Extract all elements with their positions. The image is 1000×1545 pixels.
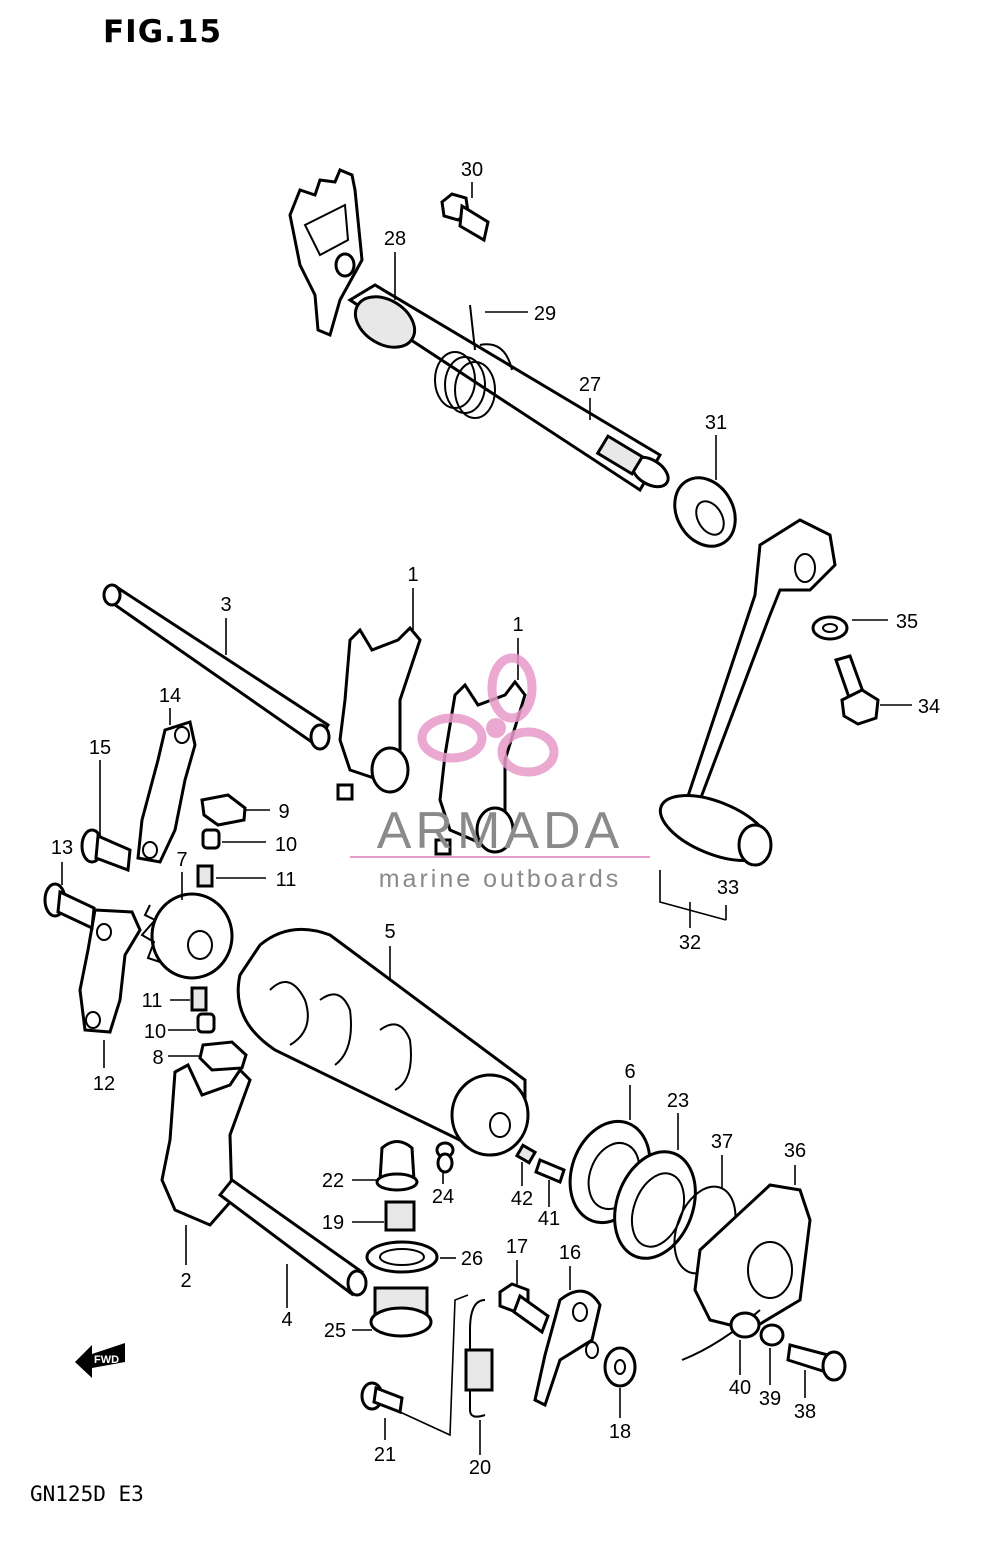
spring-11-lower <box>190 986 208 1012</box>
model-code: GN125D E3 <box>30 1482 144 1506</box>
callout-29: 29 <box>534 303 556 325</box>
callout-6: 6 <box>624 1061 635 1083</box>
callout-35: 35 <box>896 611 918 633</box>
arm-16 <box>533 1289 602 1408</box>
callout-12: 12 <box>93 1073 115 1095</box>
callout-15: 15 <box>89 737 111 759</box>
callout-4: 4 <box>281 1309 292 1331</box>
callout-21: 21 <box>374 1444 396 1466</box>
bolt-34 <box>834 654 880 726</box>
watermark-brand: ARMADA <box>377 802 623 860</box>
gearshift-cam-5 <box>236 927 530 1159</box>
forward-arrow-icon: FWD <box>75 1343 125 1378</box>
callout-36: 36 <box>784 1140 806 1162</box>
oil-seal-31 <box>673 476 737 548</box>
callout-18: 18 <box>609 1421 631 1443</box>
watermark: ARMADA marine outboards <box>350 653 650 893</box>
callout-10-upper: 10 <box>275 834 297 856</box>
callout-5: 5 <box>384 921 395 943</box>
callout-2: 2 <box>180 1270 191 1292</box>
spring-20 <box>464 1299 494 1418</box>
pin-41 <box>534 1157 566 1185</box>
spring-11-upper <box>196 864 214 888</box>
callout-13: 13 <box>51 837 73 859</box>
callout-20: 20 <box>469 1457 491 1479</box>
washer-18 <box>603 1346 637 1388</box>
callout-16: 16 <box>559 1242 581 1264</box>
callout-26: 26 <box>461 1248 483 1270</box>
cam-driven-gear-pawl-9 <box>200 793 247 827</box>
bolt-21 <box>360 1381 404 1415</box>
callout-8: 8 <box>152 1047 163 1069</box>
callout-11-lower: 11 <box>142 990 163 1012</box>
callout-31: 31 <box>705 412 727 434</box>
gear-shift-shaft <box>288 168 670 493</box>
bolt-15 <box>80 828 132 873</box>
callout-23: 23 <box>667 1090 689 1112</box>
callout-17: 17 <box>506 1236 528 1258</box>
forward-arrow-label: FWD <box>94 1354 119 1366</box>
pin-10-upper <box>201 828 221 850</box>
pin-10-lower <box>196 1012 216 1034</box>
shift-fork-shaft-3 <box>102 583 331 751</box>
callout-3: 3 <box>220 594 231 616</box>
bolt-17 <box>498 1282 550 1335</box>
callout-7: 7 <box>176 849 187 871</box>
callout-34: 34 <box>918 696 940 718</box>
neutral-switch-22 <box>375 1140 419 1192</box>
washer-35 <box>811 615 849 641</box>
watermark-logo-icon <box>417 653 559 777</box>
fork-shaft-4 <box>217 1177 368 1297</box>
callout-1-left: 1 <box>407 564 418 586</box>
callout-37: 37 <box>711 1131 733 1153</box>
o-ring-26 <box>365 1240 439 1274</box>
washer-39 <box>759 1323 785 1347</box>
callout-11-upper: 11 <box>276 869 297 891</box>
callout-42: 42 <box>511 1188 533 1210</box>
callout-19: 19 <box>322 1212 344 1234</box>
callout-38: 38 <box>794 1401 816 1423</box>
screw-38 <box>786 1343 847 1382</box>
shift-fork-1-left <box>336 625 422 801</box>
callout-39: 39 <box>759 1388 781 1410</box>
callout-24: 24 <box>432 1186 454 1208</box>
figure-title: FIG.15 <box>103 14 223 50</box>
callout-41: 41 <box>538 1208 560 1230</box>
pin-42 <box>514 1143 538 1165</box>
callout-9: 9 <box>278 801 289 823</box>
callout-14: 14 <box>159 685 181 707</box>
gearshift-lever <box>658 518 837 867</box>
spring-19 <box>384 1200 416 1232</box>
bolt-13 <box>43 882 96 931</box>
pawl-8 <box>198 1040 248 1072</box>
callout-30: 30 <box>461 159 483 181</box>
callout-33: 33 <box>717 877 739 899</box>
callout-32: 32 <box>679 932 701 954</box>
callout-28: 28 <box>384 228 406 250</box>
cam-driven-gear-7 <box>140 892 234 980</box>
callout-1-right: 1 <box>512 614 523 636</box>
leader-lines <box>61 182 912 1455</box>
washer-40 <box>729 1311 761 1339</box>
cover-36 <box>681 1183 812 1361</box>
callout-40: 40 <box>729 1377 751 1399</box>
watermark-tagline: marine outboards <box>379 865 622 893</box>
plug-25 <box>369 1286 433 1338</box>
callout-25: 25 <box>324 1320 346 1342</box>
callout-27: 27 <box>579 374 601 396</box>
callout-labels: 30 28 29 27 31 3 1 1 35 34 14 15 9 10 11… <box>51 159 940 1479</box>
cam-stopper-plate-14 <box>136 720 197 864</box>
callout-10-lower: 10 <box>144 1021 166 1043</box>
stopper-plate-12 <box>78 908 142 1034</box>
pin-24 <box>436 1152 454 1174</box>
callout-22: 22 <box>322 1170 344 1192</box>
